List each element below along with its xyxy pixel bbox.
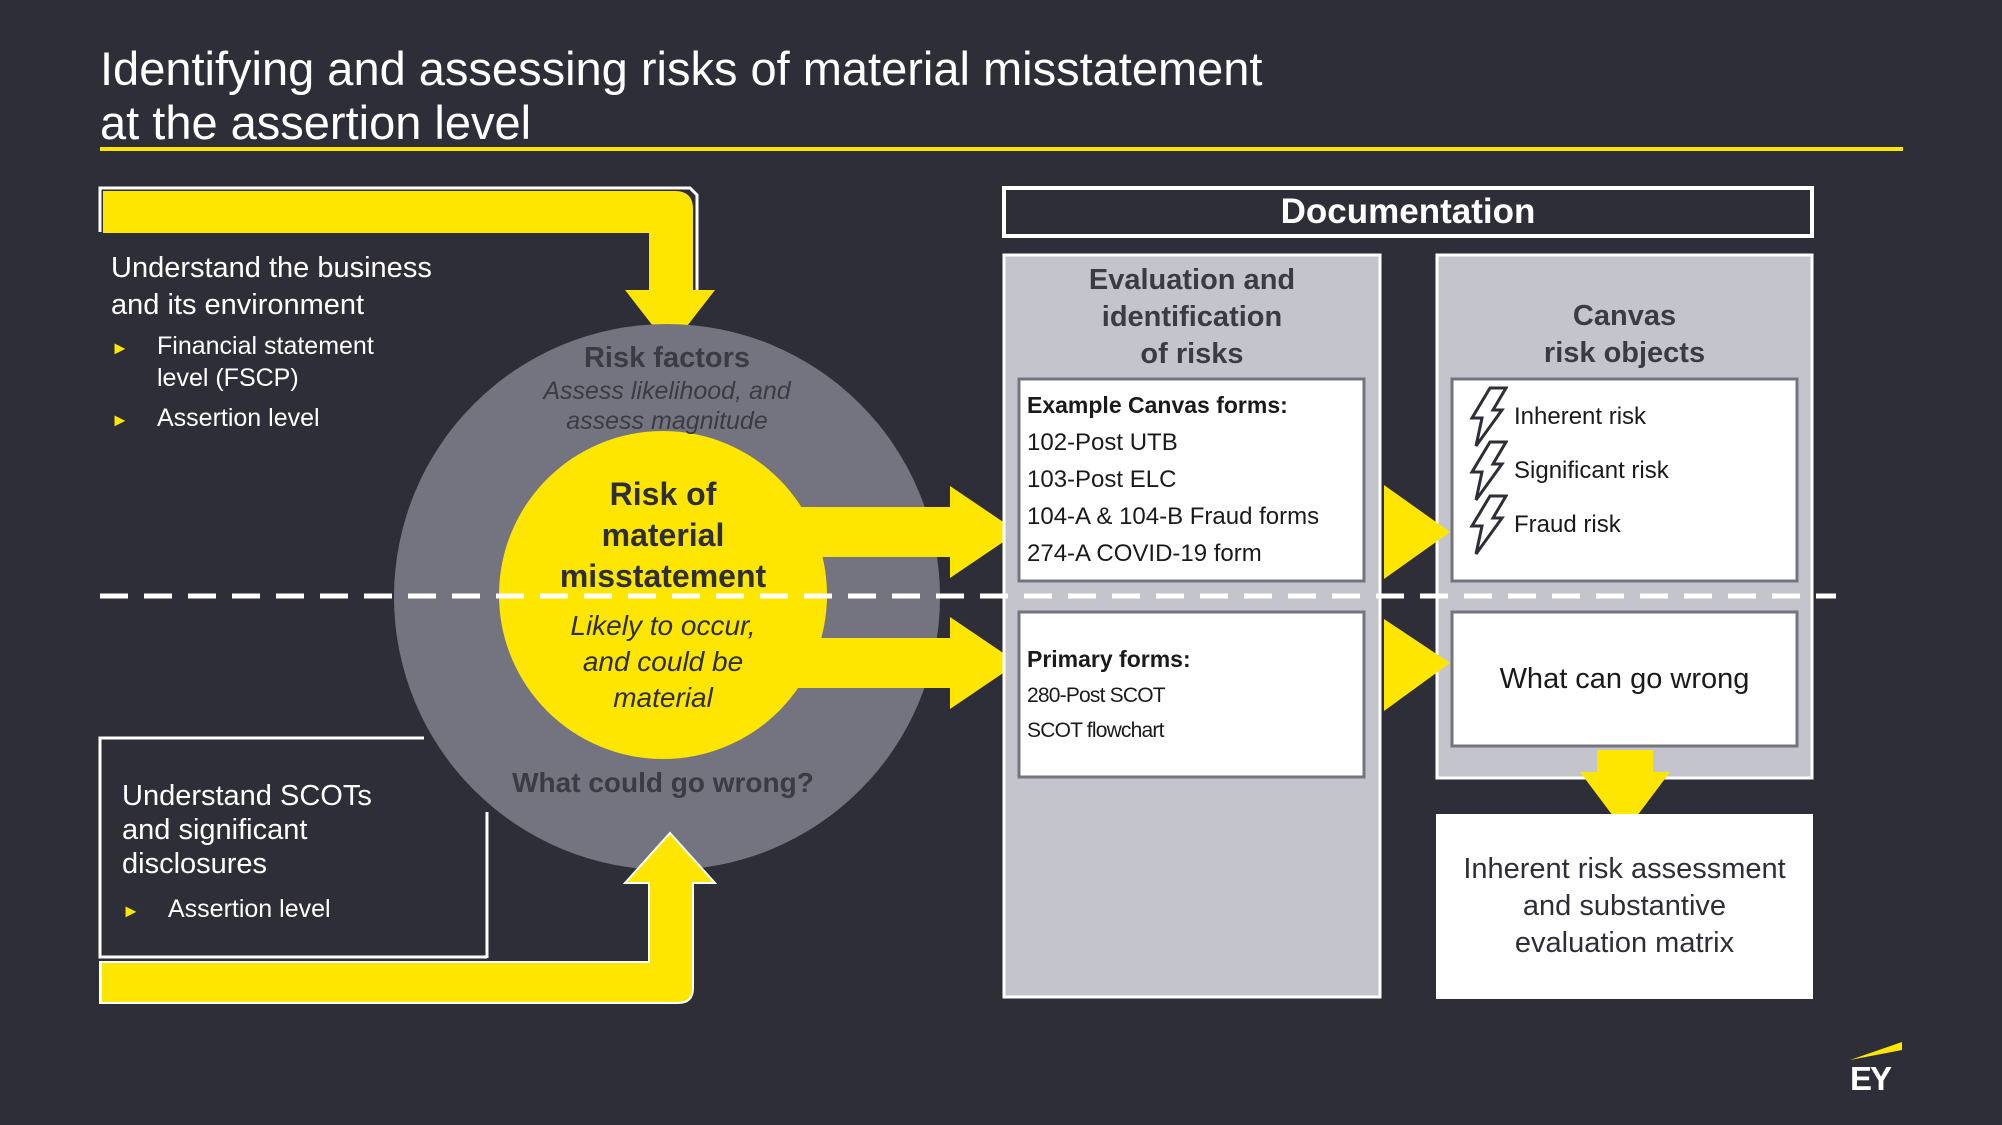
lightning-icon bbox=[1469, 440, 1508, 501]
risk-object-label: Significant risk bbox=[1514, 457, 1669, 484]
understand-scots-block: Understand SCOTs and significant disclos… bbox=[122, 779, 372, 927]
bullet-fscp-line1: Financial statement bbox=[157, 332, 374, 360]
example-forms-content: Example Canvas forms: 102-Post UTB 103-P… bbox=[1027, 387, 1357, 572]
wcgw-box bbox=[1450, 610, 1799, 748]
primary-forms-content: Primary forms: 280-Post SCOT SCOT flowch… bbox=[1027, 641, 1357, 748]
form-item: 104-A & 104-B Fraud forms bbox=[1027, 503, 1320, 530]
understand-business-block: Understand the business and its environm… bbox=[111, 250, 432, 436]
top-yellow-arrow bbox=[103, 191, 715, 348]
bottom-yellow-arrow bbox=[99, 831, 718, 1004]
rmm-line-1: Risk of bbox=[609, 476, 717, 512]
bottom-left-frame-top bbox=[98, 736, 487, 959]
primary-forms-heading: Primary forms: bbox=[1027, 646, 1191, 672]
risk-object-label: Fraud risk bbox=[1514, 511, 1621, 538]
example-forms-box bbox=[1017, 377, 1366, 583]
matrix-line-2: and substantive bbox=[1522, 890, 1727, 922]
top-left-frame bbox=[98, 186, 699, 300]
ey-logo: EY bbox=[1848, 1040, 1904, 1097]
documentation-header: Documentation bbox=[1280, 192, 1536, 231]
bullet-assertion-label: Assertion level bbox=[157, 404, 320, 432]
understand-business-heading-2: and its environment bbox=[111, 289, 365, 321]
evaluation-title-1: Evaluation and bbox=[1088, 264, 1296, 296]
risk-factors-label: Risk factors Assess likelihood, and asse… bbox=[497, 340, 837, 436]
risk-object-item: Inherent risk bbox=[1468, 386, 1788, 447]
rmm-sub-1: Likely to occur, bbox=[570, 610, 756, 641]
ey-logo-beam-icon bbox=[1850, 1042, 1902, 1060]
risk-object-item: Significant risk bbox=[1468, 440, 1788, 501]
bullet-fscp: ► Financial statement level (FSCP) bbox=[111, 330, 432, 394]
form-item: 274-A COVID-19 form bbox=[1027, 540, 1262, 567]
matrix-line-3: evaluation matrix bbox=[1514, 927, 1735, 959]
canvas-title-2: risk objects bbox=[1543, 337, 1706, 369]
wcgw-label: What can go wrong bbox=[1499, 663, 1750, 695]
form-item: 103-Post ELC bbox=[1027, 466, 1177, 493]
primary-form-item: 280-Post SCOT bbox=[1027, 684, 1166, 707]
bullet-triangle-icon: ► bbox=[111, 338, 129, 358]
risk-object-label: Inherent risk bbox=[1514, 403, 1647, 430]
arrow-to-wcgw bbox=[1384, 619, 1450, 711]
scots-heading-2: and significant bbox=[122, 814, 308, 846]
title-underline bbox=[100, 147, 1903, 151]
primary-form-item: SCOT flowchart bbox=[1027, 719, 1164, 742]
lightning-icon bbox=[1469, 386, 1508, 447]
rmm-circle bbox=[499, 431, 827, 759]
rmm-line-2: material bbox=[601, 517, 725, 553]
risk-factors-title: Risk factors bbox=[583, 342, 750, 374]
what-could-go-wrong-label: What could go wrong? bbox=[512, 767, 814, 798]
risk-factors-sub-1: Assess likelihood, and bbox=[543, 377, 791, 405]
scots-bullet-assertion: ► Assertion level bbox=[122, 893, 372, 927]
title-line-2: at the assertion level bbox=[100, 96, 532, 149]
documentation-header-box bbox=[1002, 186, 1814, 238]
primary-forms-box bbox=[1017, 610, 1366, 779]
matrix-line-1: Inherent risk assessment bbox=[1463, 853, 1786, 885]
rmm-line-3: misstatement bbox=[559, 558, 767, 594]
form-item: 102-Post UTB bbox=[1027, 429, 1178, 456]
rmm-sub-3: material bbox=[613, 682, 713, 713]
bullet-triangle-icon: ► bbox=[111, 410, 129, 430]
risk-object-item: Fraud risk bbox=[1468, 494, 1788, 555]
bullet-fscp-line2: level (FSCP) bbox=[157, 364, 299, 392]
example-forms-heading: Example Canvas forms: bbox=[1027, 392, 1288, 418]
lightning-icon bbox=[1469, 494, 1508, 555]
matrix-label: Inherent risk assessment and substantive… bbox=[1436, 851, 1813, 962]
arrow-to-matrix bbox=[1580, 750, 1670, 832]
scots-bullet-label: Assertion level bbox=[168, 895, 331, 923]
canvas-title: Canvas risk objects bbox=[1437, 298, 1812, 372]
scots-heading-3: disclosures bbox=[122, 848, 268, 880]
understand-business-heading-1: Understand the business bbox=[111, 252, 432, 284]
bullet-triangle-icon: ► bbox=[122, 901, 140, 921]
canvas-title-1: Canvas bbox=[1572, 300, 1677, 332]
evaluation-title-3: of risks bbox=[1140, 338, 1244, 370]
bullet-assertion-level: ► Assertion level bbox=[111, 402, 432, 436]
matrix-box bbox=[1436, 814, 1813, 999]
evaluation-title-2: identification bbox=[1101, 301, 1283, 333]
risk-objects-list: Inherent risk Significant risk Fraud ris… bbox=[1468, 386, 1788, 555]
page-title: Identifying and assessing risks of mater… bbox=[100, 42, 1600, 150]
rmm-sub-2: and could be bbox=[582, 646, 744, 677]
evaluation-title: Evaluation and identification of risks bbox=[1004, 262, 1380, 373]
rmm-label: Risk of material misstatement bbox=[513, 474, 813, 597]
scots-heading-1: Understand SCOTs bbox=[122, 780, 372, 812]
arrow-to-risk-objects bbox=[1384, 485, 1450, 579]
arrow-to-example-forms bbox=[760, 486, 1018, 578]
rmm-sub-label: Likely to occur, and could be material bbox=[513, 608, 813, 716]
arrow-to-primary-forms bbox=[760, 617, 1018, 709]
ey-logo-text: EY bbox=[1850, 1060, 1892, 1097]
risk-objects-box bbox=[1450, 377, 1799, 583]
title-line-1: Identifying and assessing risks of mater… bbox=[100, 42, 1263, 95]
risk-factors-sub-2: assess magnitude bbox=[566, 407, 768, 435]
